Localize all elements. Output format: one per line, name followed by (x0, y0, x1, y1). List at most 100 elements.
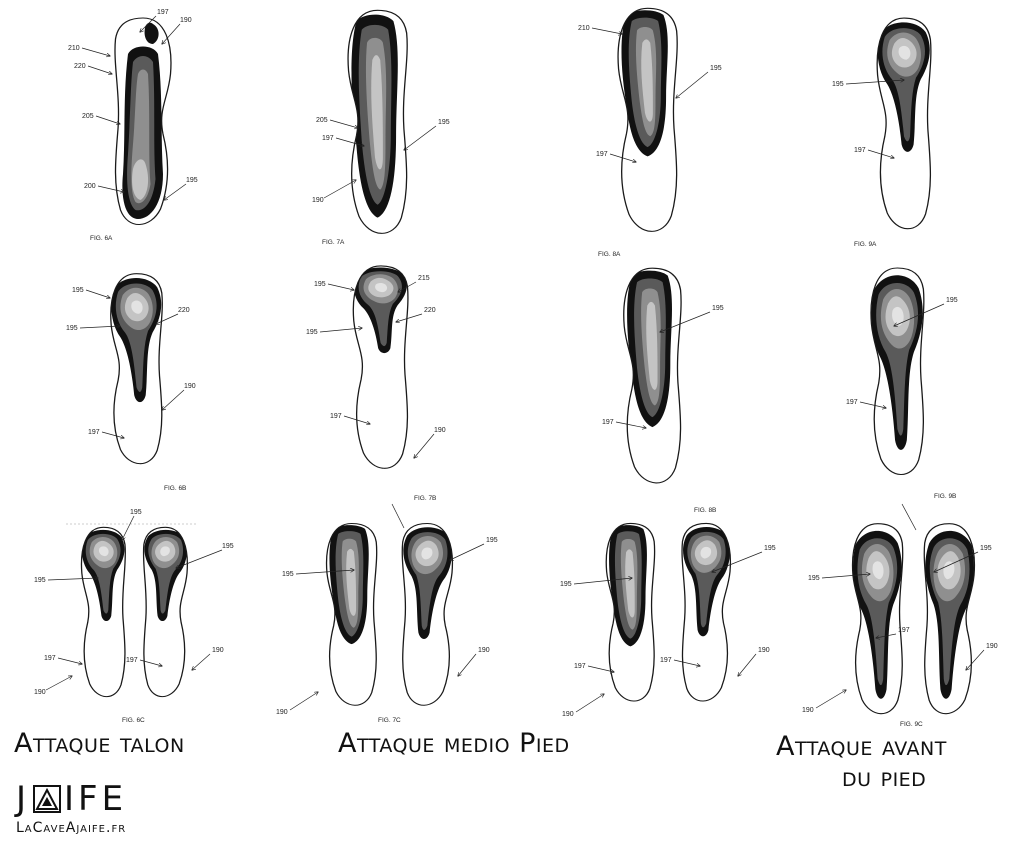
fig9a-sole-pressure-zones (877, 22, 930, 152)
fig7b-197-leader (343, 415, 370, 424)
fig8b-197-label: 197 (602, 419, 614, 426)
fig8c-190a-label: 190 (758, 647, 770, 654)
fig6a-200-leader (97, 185, 124, 192)
fig6c-195c-leader (47, 578, 98, 581)
fig6b-197-leader (101, 431, 124, 438)
fig7c-195b-leader (295, 570, 354, 575)
fig8a-197-label: 197 (596, 151, 608, 158)
fig6b-220-leader (156, 313, 179, 324)
brand-wordmark: J IFE (16, 782, 156, 816)
fig7c-split-line (391, 503, 405, 529)
brand-letters-ife: IFE (64, 779, 128, 819)
fig9c-left-zone-4 (872, 561, 884, 580)
fig8b-195-leader (660, 311, 711, 332)
fig7c-left-zone-3 (346, 548, 357, 616)
fig6c-197a-leader (57, 657, 82, 664)
fig6a-220-label: 220 (74, 63, 86, 70)
fig8b-sole-pressure-zones (627, 270, 672, 428)
brand-website: LaCaveAjaife.fr (16, 820, 127, 836)
fig6b-190-label: 190 (184, 383, 196, 390)
fig9a-195-leader (845, 80, 904, 85)
fig7c-190a-leader (458, 653, 477, 676)
brand-letter-j: J (16, 779, 31, 819)
fig6a-205-leader (95, 115, 120, 124)
fig7c-190b-leader (289, 692, 318, 711)
fig7b-195b-leader (319, 328, 362, 333)
fig7b-sole (352, 265, 409, 469)
fig6a-190-leader (162, 23, 181, 44)
fig6c-190b-label: 190 (34, 689, 46, 696)
fig6c-190a-leader (192, 653, 211, 670)
fig6a-sole-zone-3 (132, 159, 149, 200)
fig6c-197b-leader (139, 659, 162, 666)
fig7a-205-leader (329, 119, 358, 128)
fig8c-left (605, 522, 656, 702)
fig6b-sole (110, 273, 163, 465)
fig6b-190-leader (162, 389, 185, 410)
fig8c-left-pressure-zones (609, 525, 647, 647)
fig7b-sole-pressure-zones (353, 267, 407, 354)
fig9c-190a-leader (966, 649, 985, 670)
fig6a-195-label: 195 (186, 177, 198, 184)
fig9a-197-label: 197 (854, 147, 866, 154)
fig9c-190b-label: 190 (802, 707, 814, 714)
fig9c-197-leader (876, 633, 897, 638)
fig6c-195a-label: 195 (130, 509, 142, 516)
fig9c-label: FIG. 9C (900, 721, 923, 728)
fig9c-195a-leader (934, 551, 979, 572)
fig6a-197-leader (140, 15, 157, 32)
fig6a-sole (114, 17, 172, 226)
fig6c-right-pressure-zones (144, 529, 187, 622)
fig8c-195a-leader (712, 551, 763, 572)
fig9a-label: FIG. 9A (854, 241, 877, 248)
triangle-in-square-icon (33, 785, 62, 813)
fig6c-right-zone-4 (160, 546, 170, 557)
fig6c-label: FIG. 6C (122, 717, 145, 724)
fig8a-195-leader (676, 71, 709, 98)
fig6a-210-label: 210 (68, 45, 80, 52)
fig9c-right-pressure-zones (925, 530, 974, 699)
fig7a-label: FIG. 7A (322, 239, 345, 246)
fig7a-sole (347, 9, 408, 235)
fig7c-right-zone-4 (421, 547, 433, 560)
fig9c-195b-label: 195 (808, 575, 820, 582)
fig9a-195-label: 195 (832, 81, 844, 88)
fig7a-sole-pressure-zones (351, 14, 398, 218)
fig6c-197a-label: 197 (44, 655, 56, 662)
fig6a-220-leader (87, 65, 112, 74)
fig7a-190-label: 190 (312, 197, 324, 204)
fig7c-195a-leader (450, 543, 485, 560)
fig9b-195-leader (894, 303, 945, 326)
fig8c-195b-label: 195 (560, 581, 572, 588)
fig7a-205-label: 205 (316, 117, 328, 124)
fig8a-210-leader (591, 27, 622, 34)
fig9b-sole (870, 267, 925, 476)
fig7a-197-label: 197 (322, 135, 334, 142)
fig7c-left-pressure-zones (329, 525, 369, 645)
fig7b-195a-label: 195 (314, 281, 326, 288)
fig8c-197a-label: 197 (574, 663, 586, 670)
fig7c-label: FIG. 7C (378, 717, 401, 724)
fig8b-197-leader (615, 421, 646, 428)
fig7b-195b-label: 195 (306, 329, 318, 336)
fig7b-215-label: 215 (418, 275, 430, 282)
fig7c-190a-label: 190 (478, 647, 490, 654)
fig8c-197b-label: 197 (660, 657, 672, 664)
fig6a-195-leader (164, 183, 187, 200)
fig8c-190a-leader (738, 653, 757, 676)
fig9c-split-line (901, 503, 917, 531)
fig9c-left (851, 523, 904, 715)
fig6b-195b-leader (79, 326, 120, 329)
fig6b-220-label: 220 (178, 307, 190, 314)
fig6a-label: FIG. 6A (90, 235, 113, 242)
fig8a-210-label: 210 (578, 25, 590, 32)
fig9c-190b-leader (815, 690, 846, 709)
fig6a-205-label: 205 (82, 113, 94, 120)
fig6a-197-label: 197 (157, 9, 169, 16)
fig9b-197-leader (859, 401, 886, 408)
fig8c-195b-leader (573, 578, 632, 585)
fig9b-sole-zone-4 (892, 306, 904, 326)
fig8a-195-label: 195 (710, 65, 722, 72)
